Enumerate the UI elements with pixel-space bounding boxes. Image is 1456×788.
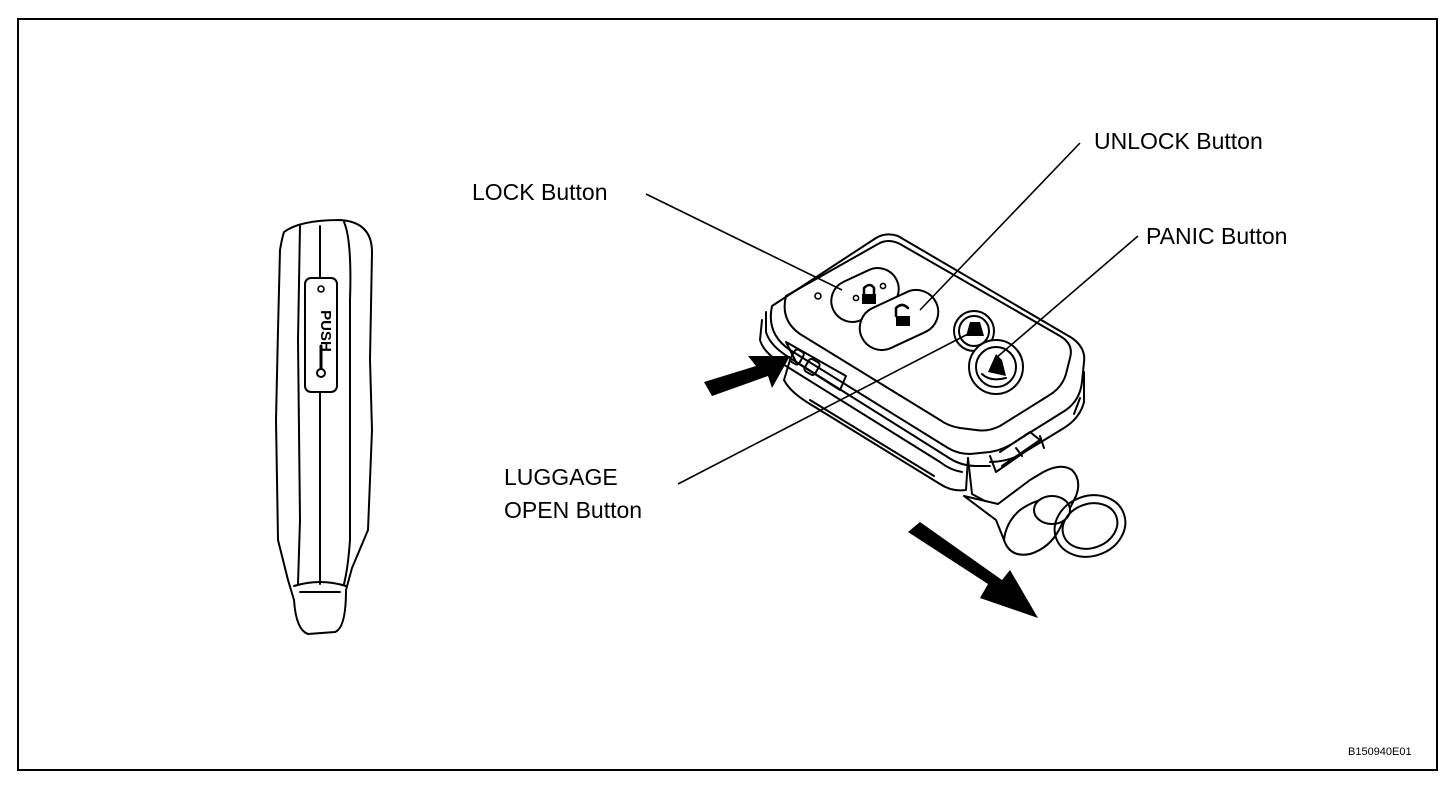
luggage-open-label-line1: LUGGAGE: [504, 464, 618, 490]
padlock-open-icon: [894, 303, 910, 326]
horn-icon: [988, 354, 1006, 376]
car-trunk-icon: [966, 322, 984, 336]
luggage-open-button[interactable]: [953, 310, 995, 352]
push-arrow: [704, 356, 790, 396]
panic-button-label: PANIC Button: [1146, 223, 1288, 249]
unlock-button[interactable]: [853, 283, 946, 358]
lock-button-label: LOCK Button: [472, 179, 608, 205]
push-release-panel: [304, 277, 338, 393]
figure-code: B150940E01: [1348, 746, 1412, 758]
push-label: PUSH: [317, 310, 334, 352]
fob-side-view: PUSH: [275, 219, 373, 635]
padlock-closed-icon: [862, 283, 876, 304]
key-head: [963, 465, 1080, 556]
diagram-frame: [17, 18, 1438, 771]
unlock-button-label: UNLOCK Button: [1094, 128, 1263, 154]
luggage-open-label-line2: OPEN Button: [504, 497, 643, 523]
panic-button[interactable]: [968, 339, 1024, 395]
pull-arrow: [908, 522, 1038, 618]
key-ring: [1053, 494, 1127, 558]
leader-lines: [645, 142, 1139, 485]
fob-main-body: [759, 233, 1127, 558]
